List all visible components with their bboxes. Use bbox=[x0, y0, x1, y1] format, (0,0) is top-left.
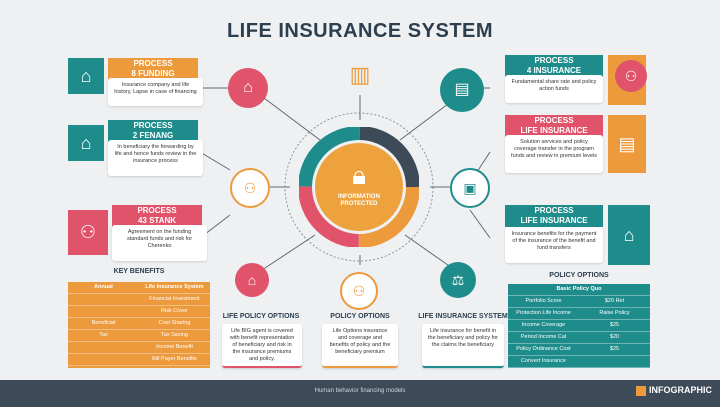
house-icon: ⌂ bbox=[235, 263, 269, 297]
footer-bar bbox=[0, 380, 720, 407]
city-icon: ▥ bbox=[349, 62, 371, 87]
process-card-right-3[interactable]: PROCESS LIFE INSURANCE Insurance benefit… bbox=[505, 205, 650, 265]
process-text: In beneficiary the forwarding by life an… bbox=[108, 140, 203, 176]
table-row: Income Benefit bbox=[68, 342, 210, 354]
bottom-label-2: POLICY OPTIONS bbox=[330, 313, 390, 320]
table-row: Period Income Cal$20 bbox=[508, 332, 650, 344]
house-icon: ⌂ bbox=[68, 125, 104, 161]
process-label: PROCESS 8 FUNDING bbox=[108, 58, 198, 80]
table-row: Policy Ordinance Cost$25 bbox=[508, 344, 650, 356]
table-header: Annual Life Insurance System bbox=[68, 282, 210, 294]
process-label: PROCESS LIFE INSURANCE bbox=[505, 115, 603, 137]
table-row: Bill Payer Benefits bbox=[68, 354, 210, 366]
center-text: INFORMATION PROTECTED bbox=[338, 194, 380, 207]
key-benefits-table: Annual Life Insurance System Financial I… bbox=[68, 282, 210, 368]
building-icon: ⌂ bbox=[608, 205, 650, 265]
bottom-card-1: Life BIG agent is covered with benefit r… bbox=[222, 324, 302, 368]
brand-logo-icon bbox=[636, 386, 646, 396]
process-label: PROCESS 43 STANK bbox=[112, 205, 202, 227]
group-icon: ⚇ bbox=[615, 60, 647, 92]
table-row: Portfolio Score$20 Ret bbox=[508, 296, 650, 308]
table-row: Risk Cover bbox=[68, 306, 210, 318]
center-ring bbox=[299, 127, 419, 247]
process-card-right-2[interactable]: PROCESS LIFE INSURANCE Solution services… bbox=[505, 115, 646, 175]
process-label: PROCESS 2 FENANG bbox=[108, 120, 198, 142]
bottom-card-2: Life Options insurance and coverage and … bbox=[322, 324, 398, 368]
brand-name: INFOGRAPHIC bbox=[649, 385, 712, 395]
process-text: Agreement on the funding standard funds … bbox=[112, 225, 207, 261]
process-text: Insurance benefits for the payment of th… bbox=[505, 227, 603, 263]
process-text: Fundamental share rate and policy action… bbox=[505, 75, 603, 103]
table-header: Basic Policy Quo bbox=[508, 284, 650, 296]
process-text: Solution services and policy coverage tr… bbox=[505, 135, 603, 173]
handshake-icon: ⚇ bbox=[68, 210, 108, 255]
document-icon: ▤ bbox=[440, 68, 484, 112]
bottom-card-3: Life insurance for benefit in the benefi… bbox=[422, 324, 504, 368]
table-row: Convert Insurance bbox=[508, 356, 650, 368]
people-icon: ⚇ bbox=[230, 168, 270, 208]
table-row: Financial Investment bbox=[68, 294, 210, 306]
scale-icon: ⚖ bbox=[440, 262, 476, 298]
policy-options-table: Basic Policy Quo Portfolio Score$20 Ret … bbox=[508, 284, 650, 368]
house-icon: ⌂ bbox=[68, 58, 104, 94]
table-row: Income Coverage$25 bbox=[508, 320, 650, 332]
page-title: LIFE INSURANCE SYSTEM bbox=[226, 20, 494, 42]
briefcase-icon: ▣ bbox=[450, 168, 490, 208]
process-label: PROCESS LIFE INSURANCE bbox=[505, 205, 603, 227]
process-card-left-1[interactable]: ⌂ PROCESS 8 FUNDING Insurance company an… bbox=[68, 58, 203, 108]
building-icon: ▤ bbox=[608, 115, 646, 173]
bottom-label-1: LIFE POLICY OPTIONS bbox=[222, 313, 300, 320]
key-benefits-panel: KEY BENEFITS Annual Life Insurance Syste… bbox=[68, 268, 210, 368]
process-card-left-2[interactable]: ⌂ PROCESS 2 FENANG In beneficiary the fo… bbox=[68, 120, 203, 180]
process-card-left-3[interactable]: ⚇ PROCESS 43 STANK Agreement on the fund… bbox=[68, 205, 207, 265]
policy-options-title: POLICY OPTIONS bbox=[549, 272, 609, 279]
policy-options-panel: POLICY OPTIONS Basic Policy Quo Portfoli… bbox=[508, 272, 650, 368]
process-text: Insurance company and life history, Laps… bbox=[108, 78, 203, 106]
bottom-label-3: LIFE INSURANCE SYSTEM bbox=[418, 313, 508, 320]
footer-text: Human behavior financing models bbox=[314, 388, 406, 394]
family-icon: ⚇ bbox=[340, 272, 378, 310]
key-benefits-title: KEY BENEFITS bbox=[113, 268, 165, 275]
house-hand-icon: ⌂ bbox=[228, 68, 268, 108]
lock-icon: 🔒︎ bbox=[352, 160, 366, 190]
process-label: PROCESS 4 INSURANCE bbox=[505, 55, 603, 77]
